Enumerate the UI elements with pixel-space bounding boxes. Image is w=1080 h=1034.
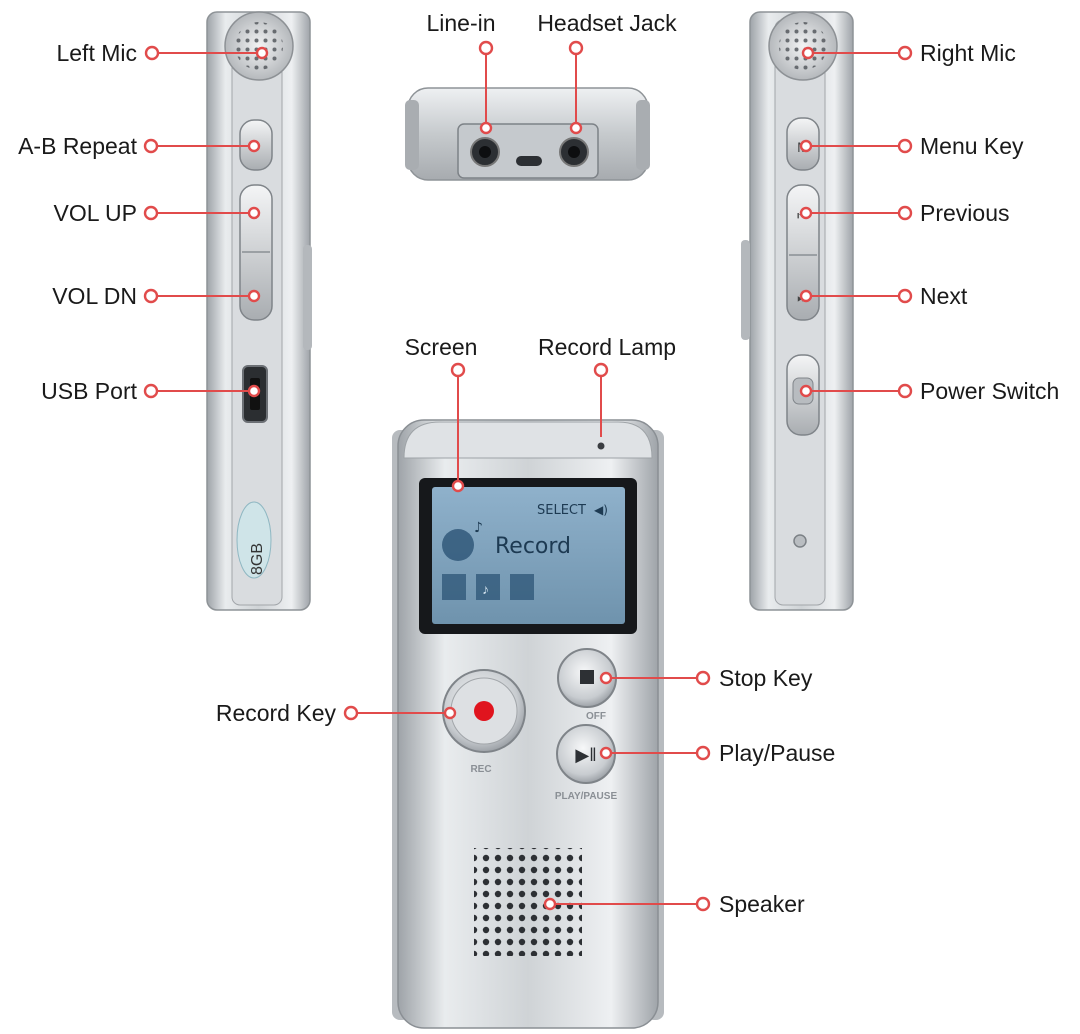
right-mic-label: Right Mic bbox=[920, 40, 1016, 66]
previous-dot bbox=[897, 205, 913, 221]
record-key-label: Record Key bbox=[216, 700, 337, 726]
usb-port-target-dot bbox=[247, 384, 261, 398]
speaker-target-dot bbox=[543, 897, 557, 911]
left-mic-label: Left Mic bbox=[56, 40, 137, 66]
ab-repeat-target-dot bbox=[247, 139, 261, 153]
right-side-bump bbox=[741, 240, 750, 340]
stop-caption: OFF bbox=[586, 711, 606, 722]
speaker-grille bbox=[474, 848, 582, 956]
stop-key-target-dot bbox=[599, 671, 613, 685]
lcd-tab-music bbox=[476, 574, 500, 600]
screen-target-dot bbox=[451, 479, 465, 493]
lcd-tab-music-glyph: ♪ bbox=[482, 581, 489, 597]
record-key-dot bbox=[343, 705, 359, 721]
right-side-device: M ⏮ ⏭ bbox=[741, 11, 854, 611]
vol-dn-label: VOL DN bbox=[52, 283, 137, 309]
stop-square-icon bbox=[580, 670, 594, 684]
next-dot bbox=[897, 288, 913, 304]
screen-dot bbox=[450, 362, 466, 378]
power-switch-target-dot bbox=[799, 384, 813, 398]
record-dot-icon bbox=[474, 701, 494, 721]
usb-port-dot bbox=[143, 383, 159, 399]
record-key-target-dot bbox=[443, 706, 457, 720]
line-in-dot bbox=[478, 40, 494, 56]
vol-dn-dot bbox=[143, 288, 159, 304]
vol-up-label: VOL UP bbox=[53, 200, 137, 226]
headset-jack-hole bbox=[568, 146, 580, 158]
line-in-jack-hole bbox=[479, 146, 491, 158]
top-end-device bbox=[405, 87, 650, 181]
play-pause-caption: PLAY/PAUSE bbox=[555, 791, 618, 802]
previous-target-dot bbox=[799, 206, 813, 220]
play-pause-icon: ▶‖ bbox=[575, 745, 596, 765]
next-label: Next bbox=[920, 283, 968, 309]
stop-key-dot bbox=[695, 670, 711, 686]
right-mic-dot bbox=[897, 45, 913, 61]
record-lamp bbox=[597, 442, 605, 450]
lcd-tab-voice bbox=[442, 574, 466, 600]
lcd-mic-icon bbox=[442, 529, 474, 561]
lcd-tab-settings bbox=[510, 574, 534, 600]
vol-up-target-dot bbox=[247, 206, 261, 220]
right-mic-grille bbox=[779, 22, 827, 70]
rec-caption: REC bbox=[470, 764, 491, 775]
lcd-note-icon: ♪ bbox=[474, 520, 483, 536]
left-mic-grille bbox=[235, 22, 283, 70]
front-device: SELECT ◀) ♪ Record ♪ REC OFF ▶‖ PLAY/PAU… bbox=[392, 419, 664, 1029]
vol-up-dot bbox=[143, 205, 159, 221]
left-side-device: + − 8GB bbox=[206, 11, 312, 611]
headset-jack-target-dot bbox=[569, 121, 583, 135]
menu-key-label: Menu Key bbox=[920, 133, 1024, 159]
speaker-dot bbox=[695, 896, 711, 912]
line-in-label: Line-in bbox=[426, 10, 495, 36]
record-lamp-label: Record Lamp bbox=[538, 334, 676, 360]
capacity-badge bbox=[236, 501, 272, 579]
headset-jack-dot bbox=[568, 40, 584, 56]
track-rocker[interactable] bbox=[786, 184, 820, 321]
left-mic-dot bbox=[144, 45, 160, 61]
left-side-bump bbox=[303, 245, 312, 350]
menu-key-dot bbox=[897, 138, 913, 154]
top-end-cap-left bbox=[405, 100, 419, 170]
top-end-mic-slot bbox=[516, 156, 542, 166]
power-switch-label: Power Switch bbox=[920, 378, 1059, 404]
top-end-cap-right bbox=[636, 100, 650, 170]
speaker-label: Speaker bbox=[719, 891, 805, 917]
power-switch-dot bbox=[897, 383, 913, 399]
right-mic-target-dot bbox=[801, 46, 815, 60]
lcd-select-text: SELECT bbox=[537, 503, 586, 518]
next-target-dot bbox=[799, 289, 813, 303]
vol-dn-target-dot bbox=[247, 289, 261, 303]
previous-label: Previous bbox=[920, 200, 1009, 226]
ab-repeat-dot bbox=[143, 138, 159, 154]
play-pause-dot bbox=[695, 745, 711, 761]
play-pause-label: Play/Pause bbox=[719, 740, 835, 766]
front-top-cap bbox=[403, 421, 653, 459]
play-pause-target-dot bbox=[599, 746, 613, 760]
lcd-speaker-icon: ◀) bbox=[594, 503, 608, 517]
menu-key-target-dot bbox=[799, 139, 813, 153]
stop-key-label: Stop Key bbox=[719, 665, 813, 691]
left-mic-target-dot bbox=[255, 46, 269, 60]
line-in-target-dot bbox=[479, 121, 493, 135]
ab-repeat-label: A-B Repeat bbox=[18, 133, 138, 159]
usb-port-label: USB Port bbox=[41, 378, 137, 404]
callouts: Left Mic A-B Repeat VOL UP VOL DN USB Po… bbox=[18, 10, 1059, 917]
lcd-mode-text: Record bbox=[495, 534, 571, 559]
capacity-badge-label: 8GB bbox=[249, 543, 266, 575]
record-lamp-dot bbox=[593, 362, 609, 378]
screen-label: Screen bbox=[405, 334, 478, 360]
reset-screw-icon bbox=[793, 534, 807, 548]
headset-jack-label: Headset Jack bbox=[537, 10, 677, 36]
